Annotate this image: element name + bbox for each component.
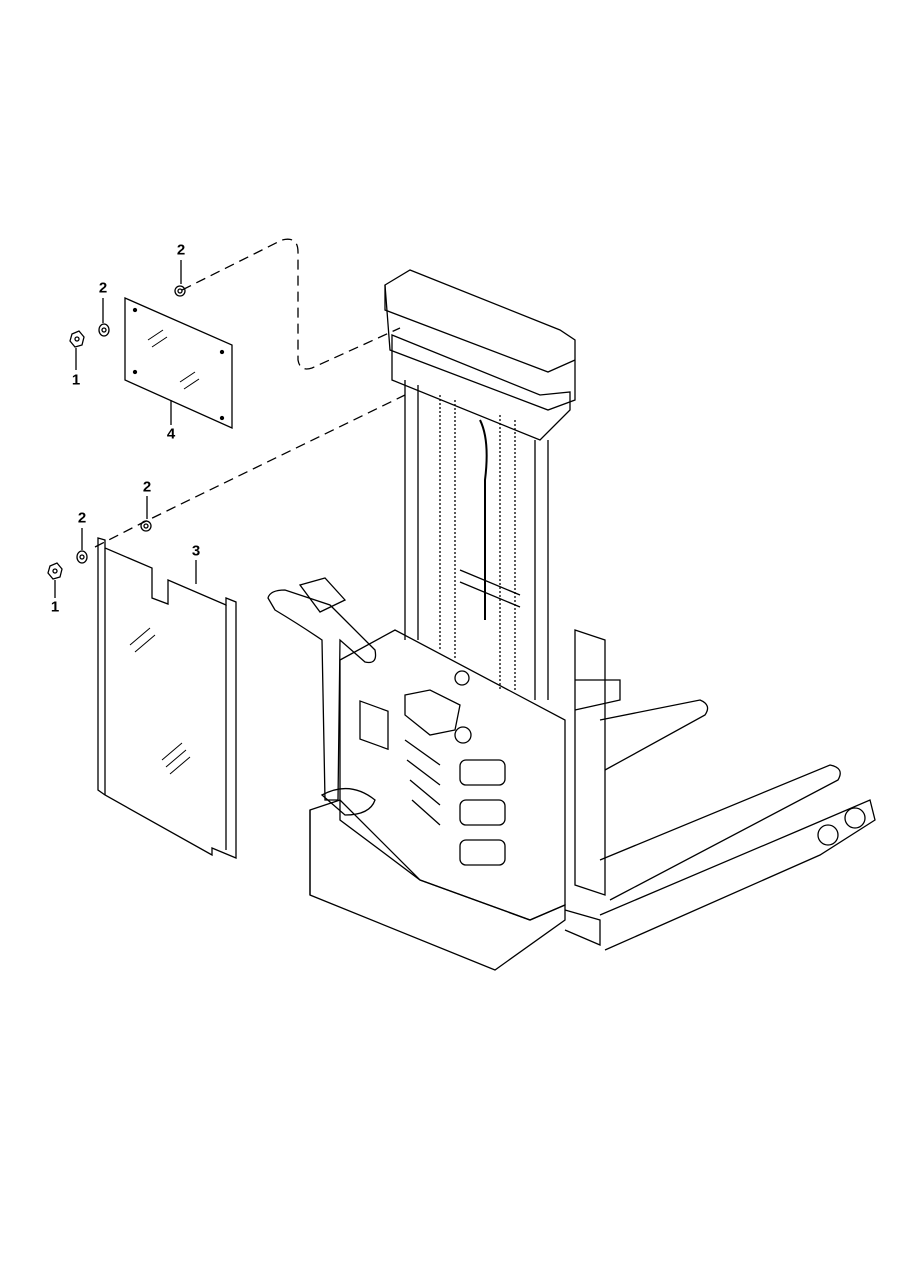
stacker-tiller — [267, 577, 377, 816]
callout-upper-washer-right: 2 — [176, 241, 186, 259]
lower-fasteners — [47, 496, 152, 598]
panel-part-3 — [97, 537, 237, 859]
callout-lower-nut: 1 — [50, 598, 60, 616]
callout-lower-panel: 3 — [191, 542, 201, 560]
stacker-body — [309, 629, 566, 971]
assembly-lines — [94, 238, 406, 548]
panel-part-4 — [124, 297, 233, 430]
callout-lower-washer-right: 2 — [142, 478, 152, 496]
stacker-forks — [564, 629, 876, 951]
upper-fasteners — [69, 260, 186, 370]
callout-upper-washer-left: 2 — [98, 279, 108, 297]
callout-lower-washer-left: 2 — [77, 509, 87, 527]
stacker-mast — [384, 269, 576, 700]
callout-upper-panel: 4 — [166, 425, 176, 443]
callout-upper-nut: 1 — [71, 371, 81, 389]
